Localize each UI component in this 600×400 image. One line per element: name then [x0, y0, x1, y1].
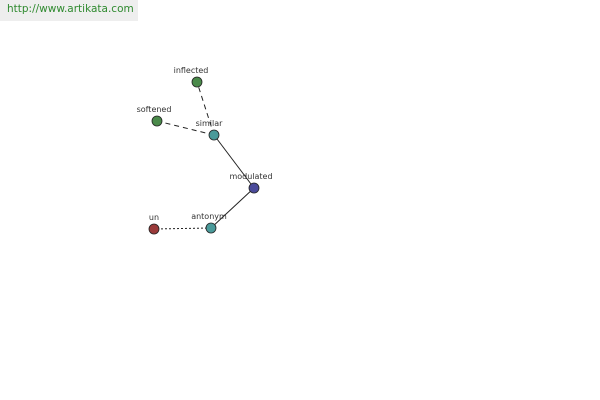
edge-similar-softened: [156, 120, 215, 136]
edge-modulated-similar: [213, 134, 255, 189]
node-label-un: un: [149, 213, 159, 222]
node-circle-inflected[interactable]: [191, 76, 203, 88]
edge-modulated-antonym: [210, 187, 255, 229]
node-circle-modulated[interactable]: [248, 182, 260, 194]
node-inflected[interactable]: inflected: [174, 66, 209, 88]
edge-antonym-un: [153, 227, 212, 230]
node-label-similar: similar: [196, 119, 224, 128]
node-modulated[interactable]: modulated: [229, 172, 273, 194]
node-softened[interactable]: softened: [137, 105, 172, 127]
node-un[interactable]: un: [148, 213, 160, 235]
node-circle-antonym[interactable]: [205, 222, 217, 234]
edge-similar-inflected: [196, 81, 215, 136]
node-circle-softened[interactable]: [151, 115, 163, 127]
node-similar[interactable]: similar: [196, 119, 224, 141]
node-circle-similar[interactable]: [208, 129, 220, 141]
node-label-modulated: modulated: [229, 172, 272, 181]
node-antonym[interactable]: antonym: [191, 212, 227, 234]
graph-edges: [153, 81, 255, 230]
node-circle-un[interactable]: [148, 223, 160, 235]
node-label-antonym: antonym: [191, 212, 227, 221]
site-url-banner[interactable]: http://www.artikata.com: [0, 0, 138, 21]
graph-nodes: modulated similar antonym inflected softened…: [137, 66, 273, 235]
node-label-inflected: inflected: [174, 66, 209, 75]
node-label-softened: softened: [137, 105, 172, 114]
site-url-link[interactable]: http://www.artikata.com: [7, 3, 134, 15]
